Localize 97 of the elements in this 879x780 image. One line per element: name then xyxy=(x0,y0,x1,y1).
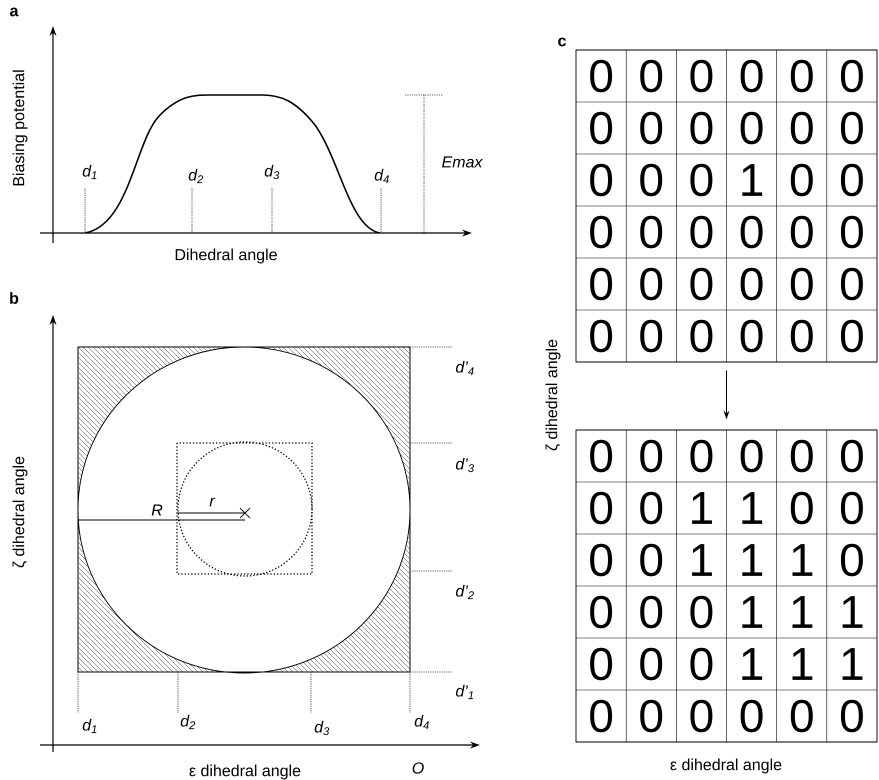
cell-value: 0 xyxy=(790,492,813,524)
cell-value: 0 xyxy=(590,60,612,92)
cell-value: 0 xyxy=(790,112,813,144)
cell-value: 1 xyxy=(842,648,862,680)
panel-letter: c xyxy=(558,38,566,46)
cell-value: 0 xyxy=(640,440,662,472)
cell-value: 1 xyxy=(692,544,712,576)
cell-value: 1 xyxy=(692,492,712,524)
cell-value: 1 xyxy=(792,648,812,680)
cell-value: 0 xyxy=(590,164,612,196)
cell-value: 0 xyxy=(590,700,612,732)
symbol-label: d$_{1}$ xyxy=(82,718,96,734)
cell-value: 0 xyxy=(590,320,612,352)
cell-value: 1 xyxy=(742,544,762,576)
cell-value: 0 xyxy=(590,112,612,144)
cell-value: 0 xyxy=(640,320,662,352)
cell-value: 0 xyxy=(640,164,662,196)
symbol-label: d$_{3}$ xyxy=(314,720,330,736)
symbol-label: d’$_{2}$ xyxy=(456,584,474,600)
symbol-label: d$_{1}$ xyxy=(82,164,96,180)
cell-value: 0 xyxy=(690,648,712,680)
cell-value: 0 xyxy=(740,112,763,144)
cell-value: 0 xyxy=(740,440,763,472)
panel-letter: a xyxy=(10,8,19,16)
cell-value: 0 xyxy=(840,492,863,524)
cell-value: 0 xyxy=(590,440,612,472)
cell-value: 1 xyxy=(792,544,812,576)
symbol-label: d’$_{4}$ xyxy=(456,360,474,376)
symbol-label: Emax xyxy=(442,156,483,168)
symbol-label: d$_{2}$ xyxy=(180,714,196,730)
cell-value: 0 xyxy=(590,492,612,524)
cell-value: 1 xyxy=(842,596,862,628)
axis-label: ζ dihedral angle xyxy=(546,340,560,450)
cell-value: 0 xyxy=(790,700,813,732)
cell-value: 0 xyxy=(740,216,763,248)
cell-value: 0 xyxy=(690,596,712,628)
cell-value: 0 xyxy=(690,700,712,732)
cell-value: 0 xyxy=(790,440,813,472)
axis-label: ε dihedral angle xyxy=(670,758,782,774)
axis-label: ζ dihedral angle xyxy=(12,456,28,568)
cell-value: 0 xyxy=(640,268,662,300)
cell-value: 1 xyxy=(742,492,762,524)
cell-value: 0 xyxy=(690,440,712,472)
panel-letter: b xyxy=(10,292,18,304)
cell-value: 0 xyxy=(790,164,813,196)
cell-value: 1 xyxy=(792,596,812,628)
cell-value: 0 xyxy=(840,440,863,472)
cell-value: 1 xyxy=(742,164,762,196)
cell-value: 0 xyxy=(740,700,763,732)
cell-value: 0 xyxy=(690,60,712,92)
cell-value: 0 xyxy=(640,492,662,524)
cell-value: 0 xyxy=(690,268,712,300)
axis-label: Biasing potential xyxy=(12,70,28,186)
symbol-label: d$_{2}$ xyxy=(188,168,204,184)
cell-value: 0 xyxy=(640,648,662,680)
grid-table xyxy=(576,430,878,742)
cell-value: 0 xyxy=(790,60,813,92)
cell-value: 0 xyxy=(790,216,813,248)
cell-value: 0 xyxy=(690,216,712,248)
cell-value: 0 xyxy=(840,544,863,576)
cell-value: 0 xyxy=(840,700,863,732)
cell-value: 0 xyxy=(640,216,662,248)
cell-value: 0 xyxy=(590,544,612,576)
cell-value: 0 xyxy=(840,268,863,300)
cell-value: 0 xyxy=(740,320,763,352)
cell-value: 0 xyxy=(640,544,662,576)
grid-table xyxy=(576,50,878,362)
axis-label: ε dihedral angle xyxy=(190,764,300,780)
symbol-label: d$_{4}$ xyxy=(374,168,389,184)
symbol-label: d’$_{3}$ xyxy=(456,458,474,472)
axis-label: Dihedral angle xyxy=(176,248,277,264)
cell-value: 0 xyxy=(790,320,813,352)
cell-value: 0 xyxy=(740,268,763,300)
cell-value: 0 xyxy=(590,268,612,300)
cell-value: 0 xyxy=(640,112,662,144)
symbol-label: d$_{4}$ xyxy=(414,714,429,730)
symbol-label: d’$_{1}$ xyxy=(456,684,474,700)
cell-value: 0 xyxy=(790,268,813,300)
cell-value: 0 xyxy=(590,216,612,248)
cell-value: 1 xyxy=(742,648,762,680)
symbol-label: O xyxy=(412,762,424,774)
cell-value: 0 xyxy=(840,320,863,352)
cell-value: 0 xyxy=(590,596,612,628)
cell-value: 0 xyxy=(690,320,712,352)
cell-value: 0 xyxy=(690,164,712,196)
cell-value: 0 xyxy=(640,700,662,732)
symbol-label: d$_{3}$ xyxy=(264,164,280,180)
cell-value: 0 xyxy=(640,60,662,92)
cell-value: 0 xyxy=(690,112,712,144)
cell-value: 0 xyxy=(840,216,863,248)
cell-value: 0 xyxy=(590,648,612,680)
cell-value: 0 xyxy=(640,596,662,628)
cell-value: 0 xyxy=(740,60,763,92)
cell-value: 1 xyxy=(742,596,762,628)
cell-value: 0 xyxy=(840,112,863,144)
cell-value: 0 xyxy=(840,60,863,92)
cell-value: 0 xyxy=(840,164,863,196)
